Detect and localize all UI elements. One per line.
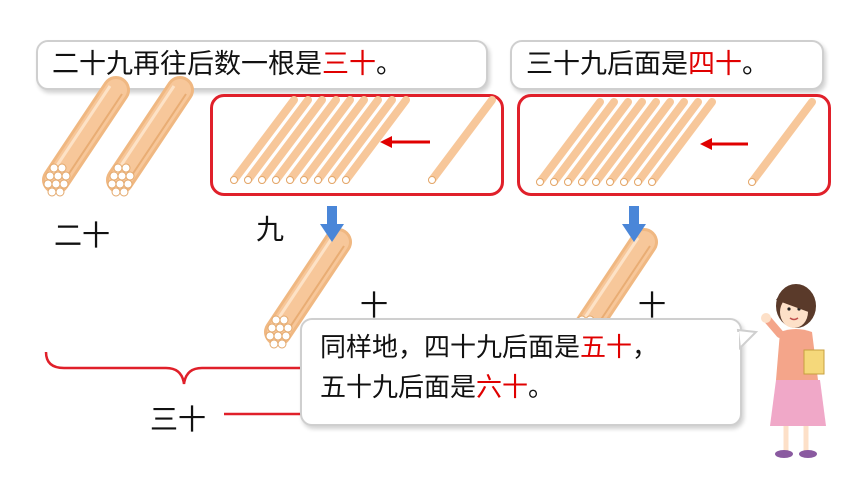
speech-bubble-bottom: 同样地，四十九后面是五十， 五十九后面是六十。 <box>300 318 742 426</box>
label-twenty: 二十 <box>54 219 111 252</box>
bubble-end: 。 <box>376 49 403 80</box>
bubble-text: 三十九后面是 <box>526 49 688 80</box>
speech-bubble-top-right: 三十九后面是四十。 <box>510 40 824 90</box>
nine-sticks-frame-right <box>517 94 831 196</box>
bubble-line-1: 同样地，四十九后面是五十， <box>320 333 659 363</box>
label-thirty: 三十 <box>150 403 207 436</box>
label-nine: 九 <box>256 213 285 246</box>
bubble-text: 二十九再往后数一根是 <box>52 49 322 80</box>
bubble-line-2: 五十九后面是六十。 <box>320 373 555 403</box>
bubble-end: 。 <box>742 49 769 80</box>
label-ten-left: 十 <box>360 289 389 322</box>
label-ten-right: 十 <box>638 289 667 322</box>
nine-sticks-frame-left <box>210 94 504 196</box>
bubble-highlight: 四十 <box>688 49 742 80</box>
bubble-highlight: 三十 <box>322 49 376 80</box>
